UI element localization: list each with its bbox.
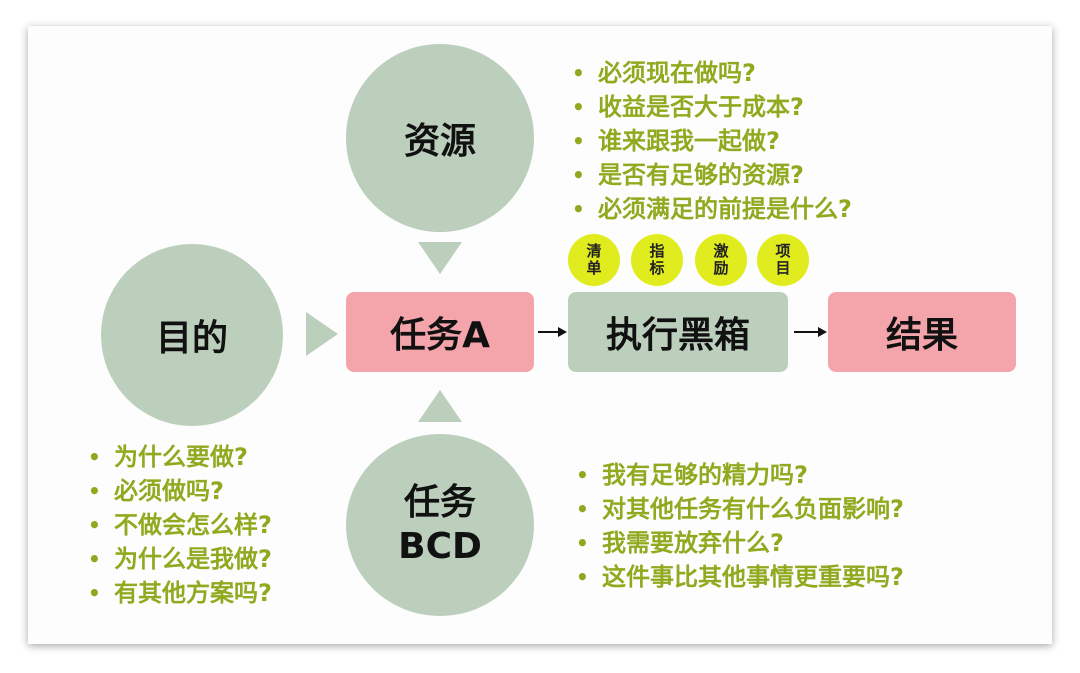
- list-item: 收益是否大于成本?: [568, 90, 852, 124]
- purpose-question-list: 为什么要做? 必须做吗? 不做会怎么样? 为什么是我做? 有其他方案吗?: [84, 440, 272, 610]
- resources-question-list: 必须现在做吗? 收益是否大于成本? 谁来跟我一起做? 是否有足够的资源? 必须满…: [568, 56, 852, 226]
- list-item: 必须做吗?: [84, 474, 272, 508]
- list-item: 为什么要做?: [84, 440, 272, 474]
- slide-canvas: 资源 必须现在做吗? 收益是否大于成本? 谁来跟我一起做? 是否有足够的资源? …: [28, 26, 1052, 644]
- arrow-right-icon: [794, 327, 827, 337]
- list-item: 谁来跟我一起做?: [568, 124, 852, 158]
- result-label: 结果: [885, 315, 958, 356]
- resources-label: 资源: [403, 121, 476, 162]
- tasks-bcd-label-line2: BCD: [398, 526, 482, 567]
- triangle-up-icon: [418, 390, 462, 422]
- list-item: 对其他任务有什么负面影响?: [572, 492, 904, 526]
- list-item: 有其他方案吗?: [84, 576, 272, 610]
- list-item: 为什么是我做?: [84, 542, 272, 576]
- task-a-box: 任务A: [346, 292, 534, 372]
- tasks-bcd-label-line1: 任务: [403, 482, 476, 523]
- triangle-down-icon: [418, 242, 462, 274]
- badge-metrics: 指标: [631, 234, 683, 286]
- task-a-label: 任务A: [390, 315, 490, 356]
- purpose-label: 目的: [155, 318, 228, 359]
- badge-incentive: 激励: [695, 234, 747, 286]
- purpose-circle: 目的: [101, 244, 283, 426]
- execution-blackbox-label: 执行黑箱: [605, 315, 750, 356]
- list-item: 我需要放弃什么?: [572, 526, 904, 560]
- triangle-right-icon: [306, 312, 338, 356]
- resources-circle: 资源: [346, 44, 534, 232]
- list-item: 不做会怎么样?: [84, 508, 272, 542]
- other-tasks-question-list: 我有足够的精力吗? 对其他任务有什么负面影响? 我需要放弃什么? 这件事比其他事…: [572, 458, 904, 594]
- execution-blackbox-box: 执行黑箱: [568, 292, 788, 372]
- list-item: 必须满足的前提是什么?: [568, 192, 852, 226]
- badge-project: 项目: [757, 234, 809, 286]
- list-item: 这件事比其他事情更重要吗?: [572, 560, 904, 594]
- badge-checklist: 清单: [568, 234, 620, 286]
- arrow-right-icon: [538, 327, 567, 337]
- tasks-bcd-circle: 任务 BCD: [346, 434, 534, 616]
- list-item: 我有足够的精力吗?: [572, 458, 904, 492]
- list-item: 必须现在做吗?: [568, 56, 852, 90]
- result-box: 结果: [828, 292, 1016, 372]
- list-item: 是否有足够的资源?: [568, 158, 852, 192]
